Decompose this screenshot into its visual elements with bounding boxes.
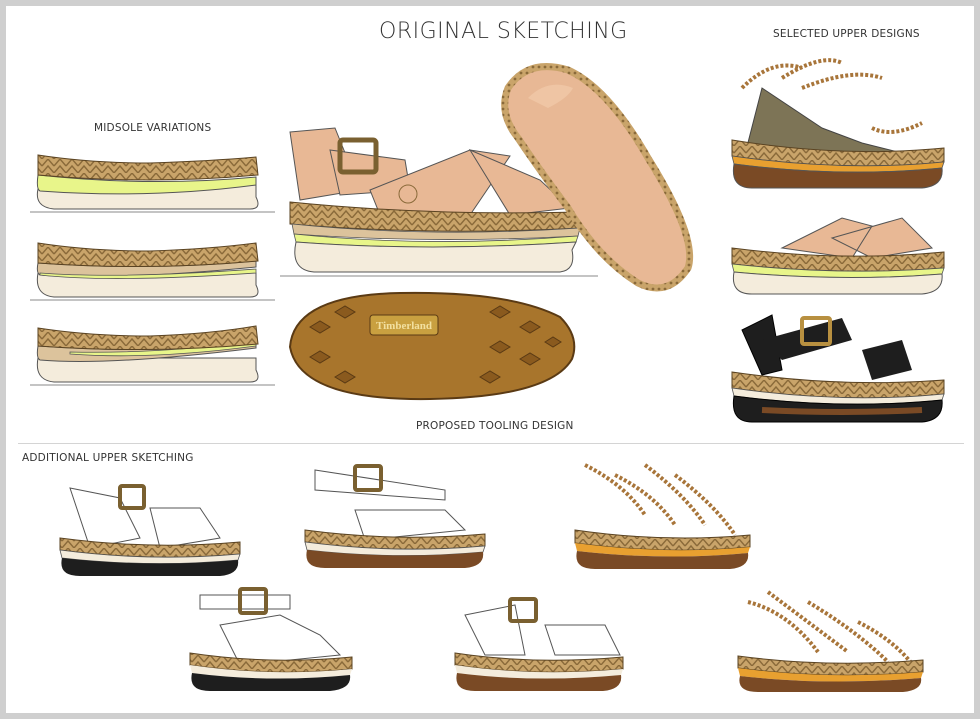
additional-sketch-4 <box>189 587 353 691</box>
selected-design-cross-strap <box>731 217 945 295</box>
outsole-tooling-design: Timberland <box>288 291 576 401</box>
selected-upper-designs-label: SELECTED UPPER DESIGNS <box>773 28 920 40</box>
additional-sketch-2 <box>304 464 486 568</box>
timberland-logo: Timberland <box>376 320 432 332</box>
section-divider <box>18 443 964 444</box>
selected-design-black-sandal <box>731 314 945 423</box>
additional-upper-label: ADDITIONAL UPPER SKETCHING <box>22 452 194 464</box>
proposed-tooling-label: PROPOSED TOOLING DESIGN <box>416 420 574 432</box>
midsole-variation-2 <box>30 242 275 301</box>
additional-sketch-3 <box>574 463 751 569</box>
midsole-variation-3 <box>30 325 275 386</box>
main-sandal-sketch <box>280 127 598 277</box>
selected-design-rope-sandal <box>731 58 945 189</box>
additional-sketch-5 <box>454 597 624 691</box>
midsole-variations-label: MIDSOLE VARIATIONS <box>94 122 212 134</box>
additional-sketch-1 <box>59 484 241 576</box>
page-title: ORIGINAL SKETCHING <box>379 19 628 44</box>
footbed-sketch <box>501 63 694 292</box>
additional-sketch-6 <box>737 590 924 692</box>
midsole-variation-1 <box>30 154 275 213</box>
